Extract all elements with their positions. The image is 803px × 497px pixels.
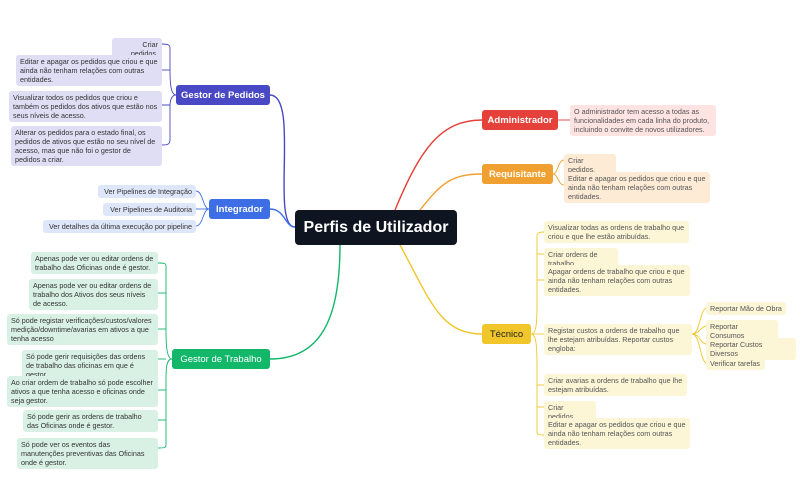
branch-gestor-pedidos[interactable]: Gestor de Pedidos bbox=[176, 85, 270, 105]
tec-item-1: Visualizar todas as ordens de trabalho q… bbox=[544, 221, 689, 243]
tec-sub-4: Verificar tarefas bbox=[706, 357, 765, 370]
branch-gestor-trabalho[interactable]: Gestor de Trabalho bbox=[172, 349, 270, 369]
req-item-1: Criar pedidos. bbox=[564, 154, 616, 176]
gt-item-1: Apenas pode ver ou editar ordens de trab… bbox=[31, 252, 158, 274]
adm-item-1: O administrador tem acesso a todas as fu… bbox=[570, 105, 716, 136]
gt-item-4: Só pode gerir requisições das ordens de … bbox=[22, 350, 158, 381]
tec-item-3: Apagar ordens de trabalho que criou e qu… bbox=[544, 265, 690, 296]
tec-sub-2: Reportar Consumos bbox=[706, 320, 778, 342]
tec-item-4: Registar custos a ordens de trabalho que… bbox=[544, 324, 692, 355]
branch-administrador[interactable]: Administrador bbox=[482, 110, 558, 130]
tec-sub-1: Reportar Mão de Obra bbox=[706, 302, 786, 315]
branch-integrador[interactable]: Integrador bbox=[209, 199, 270, 219]
tec-item-7: Editar e apagar os pedidos que criou e q… bbox=[544, 418, 690, 449]
gt-item-7: Só pode ver os eventos das manutenções p… bbox=[17, 438, 158, 469]
branch-tecnico[interactable]: Técnico bbox=[482, 324, 531, 344]
central-topic[interactable]: Perfis de Utilizador bbox=[295, 210, 457, 245]
gp-item-3: Visualizar todos os pedidos que criou e … bbox=[9, 91, 162, 122]
gt-item-6: Só pode gerir as ordens de trabalho das … bbox=[23, 410, 158, 432]
gp-item-2: Editar e apagar os pedidos que criou e q… bbox=[16, 55, 162, 86]
gt-item-3: Só pode registar verificações/custos/val… bbox=[7, 314, 158, 345]
gp-item-1: Criar pedidos. bbox=[112, 38, 162, 60]
req-item-2: Editar e apagar os pedidos que criou e q… bbox=[564, 172, 710, 203]
int-item-1: Ver Pipelines de Integração bbox=[98, 185, 196, 198]
tec-item-5: Criar avarias a ordens de trabalho que l… bbox=[544, 374, 687, 396]
gp-item-4: Alterar os pedidos para o estado final, … bbox=[11, 126, 162, 166]
tec-item-6: Criar pedidos. bbox=[544, 401, 596, 423]
link-administrador bbox=[394, 119, 483, 211]
gt-item-2: Apenas pode ver ou editar ordens de trab… bbox=[29, 279, 158, 310]
branch-requisitante[interactable]: Requisitante bbox=[482, 164, 553, 184]
gt-item-5: Ao criar ordem de trabalho só pode escol… bbox=[7, 376, 158, 407]
tec-item-2: Criar ordens de trabalho. bbox=[544, 248, 618, 270]
link-gestor-pedidos bbox=[269, 94, 296, 228]
tec-sub-3: Reportar Custos Diversos bbox=[706, 338, 796, 360]
int-item-3: Ver detalhes da última execução por pipe… bbox=[43, 220, 196, 233]
link-gestor-trabalho bbox=[269, 244, 341, 360]
link-requisitante bbox=[419, 173, 483, 211]
link-integrador bbox=[269, 208, 296, 228]
int-item-2: Ver Pipelines de Auditoria bbox=[103, 203, 196, 216]
link-tecnico bbox=[399, 244, 483, 335]
